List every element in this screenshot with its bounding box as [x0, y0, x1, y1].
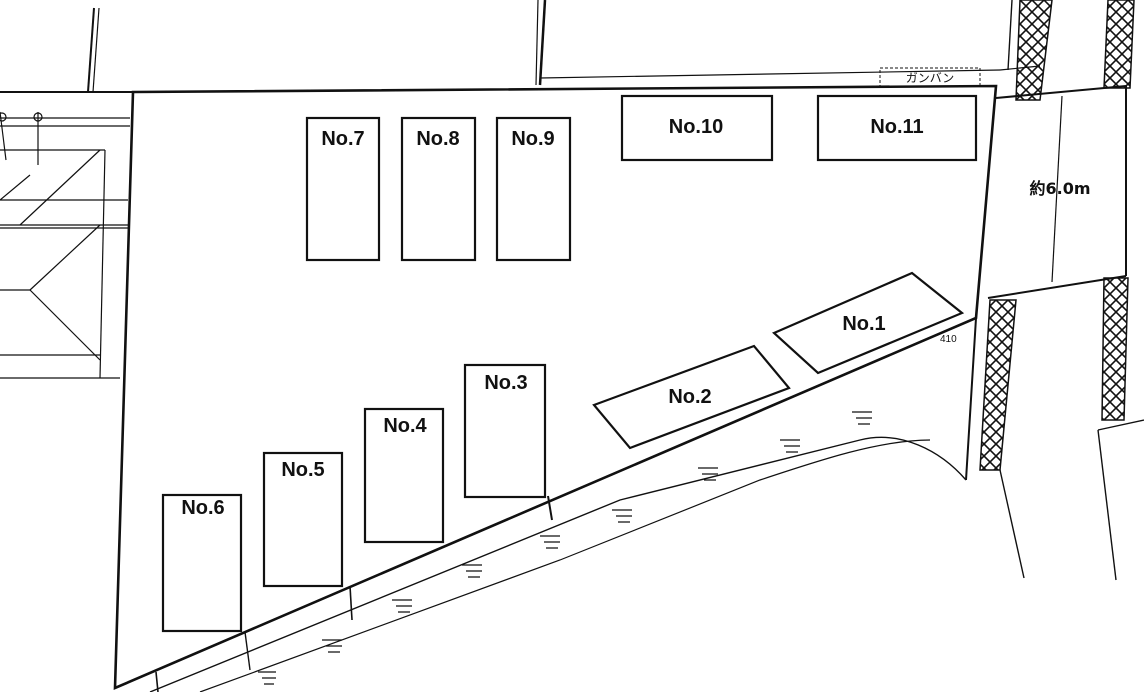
lot-label: No.11 — [870, 116, 923, 138]
slope-area: 410 — [114, 316, 978, 692]
access-road: 約6.0m — [987, 85, 1127, 299]
lot-no3: No.3 — [463, 363, 547, 499]
retaining-walls — [979, 0, 1135, 471]
lot-label: No.7 — [321, 128, 364, 150]
lot-label: No.1 — [842, 313, 885, 335]
lower-right-outlines — [999, 419, 1144, 581]
lot-no1: No.1 — [772, 271, 965, 375]
lot-no8: No.8 — [400, 116, 477, 262]
wall-lower-right — [1101, 277, 1129, 421]
road-width-label: 約6.0m — [1029, 179, 1090, 198]
lot-no6: No.6 — [161, 493, 243, 633]
elevation-mark: 410 — [940, 334, 957, 345]
lot-no11: No.11 — [816, 94, 978, 162]
wall-lower-left — [979, 299, 1017, 471]
lot-label: No.5 — [281, 459, 324, 481]
lot-no2: No.2 — [592, 344, 791, 450]
lot-no10: No.10 — [620, 94, 774, 162]
parking-lots: No.7 No.8 No.9 No.10 No.11 No.3 No.4 — [161, 94, 978, 633]
lot-no4: No.4 — [363, 407, 445, 544]
lot-label: No.3 — [484, 372, 527, 394]
lot-no7: No.7 — [305, 116, 381, 262]
fence-label: ガンバン — [906, 71, 955, 85]
lot-label: No.9 — [511, 128, 554, 150]
wall-upper-right — [1103, 0, 1135, 89]
neighbor-building-left — [0, 91, 132, 379]
wall-upper-left — [1015, 0, 1053, 101]
lot-label: No.10 — [669, 116, 723, 138]
lot-no9: No.9 — [495, 116, 572, 262]
lot-no5: No.5 — [262, 451, 344, 588]
lot-label: No.4 — [383, 415, 427, 437]
lot-label: No.6 — [181, 497, 224, 519]
lot-label: No.2 — [668, 386, 711, 408]
neighbor-boundaries-top — [87, 0, 1013, 93]
lot-label: No.8 — [416, 128, 459, 150]
